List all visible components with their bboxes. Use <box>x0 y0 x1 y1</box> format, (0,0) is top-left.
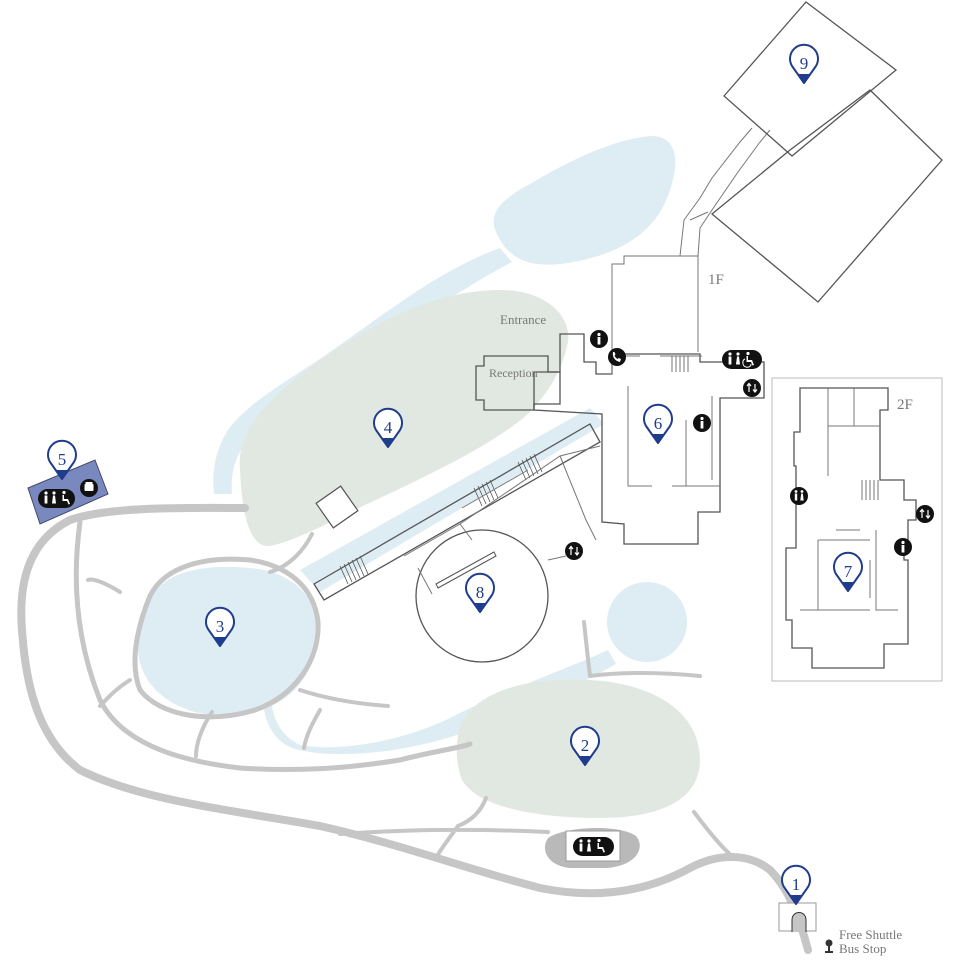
info-icon <box>894 538 912 556</box>
corridor-stairs <box>339 453 543 585</box>
pin-marker[interactable] <box>833 551 863 592</box>
pin-marker[interactable] <box>47 439 77 480</box>
rotunda-bench <box>435 551 497 589</box>
pin-marker[interactable] <box>373 407 403 448</box>
south-lawn-path <box>338 796 550 860</box>
bus-stop-icon <box>825 939 833 953</box>
lawn-pavilion <box>315 485 359 529</box>
pin-number: 9 <box>800 54 809 73</box>
pond-loop-path <box>132 556 321 720</box>
lawn-north <box>239 290 569 547</box>
rotunda-wing <box>403 445 601 595</box>
location-pins: 1 2 3 4 5 6 7 8 9 <box>47 43 863 905</box>
pin-marker[interactable] <box>465 572 495 613</box>
floor-2-inset <box>771 377 943 682</box>
reception-label: Reception <box>489 366 538 380</box>
location-pin-4[interactable]: 4 <box>373 407 403 448</box>
floor-2-interior <box>800 388 898 611</box>
location-pin-3[interactable]: 3 <box>205 606 235 647</box>
pin-marker[interactable] <box>643 403 673 444</box>
main-hall-interior <box>611 255 720 487</box>
locker-icon <box>80 479 98 497</box>
stream-north <box>213 248 512 494</box>
restroom-icon <box>722 350 762 369</box>
north-link-path <box>268 532 314 574</box>
stream-south <box>261 650 616 755</box>
main-stairs <box>671 356 689 372</box>
shuttle-label-line1: Free Shuttle <box>839 927 902 942</box>
main-hall <box>533 333 765 545</box>
location-pin-9[interactable]: 9 <box>789 43 819 84</box>
water-features <box>137 135 687 755</box>
restroom-building <box>565 830 621 862</box>
info-icon <box>693 414 711 432</box>
building-9-south <box>710 89 943 303</box>
pond-east <box>607 582 687 662</box>
pin-number: 7 <box>844 562 853 581</box>
building-9 <box>710 1 943 303</box>
pin-number: 6 <box>654 414 663 433</box>
floor-2-stairs <box>861 480 879 500</box>
south-link-path <box>86 577 390 758</box>
pond-central <box>137 566 319 717</box>
location-pin-8[interactable]: 8 <box>465 572 495 613</box>
pin-number: 3 <box>216 617 225 636</box>
bus-stop-shelter <box>778 902 817 932</box>
shuttle-label-line2: Bus Stop <box>839 941 886 956</box>
pond-north <box>493 135 676 265</box>
floor-2-label: 2F <box>897 397 913 413</box>
location-pin-2[interactable]: 2 <box>570 725 600 766</box>
pin-number: 5 <box>58 450 67 469</box>
bus-approach-path <box>692 810 734 858</box>
location-pin-7[interactable]: 7 <box>833 551 863 592</box>
restroom-icon <box>790 487 808 505</box>
elevator-icon <box>565 542 583 560</box>
pin-marker[interactable] <box>570 725 600 766</box>
walking-paths <box>17 503 812 954</box>
stream-central <box>300 408 604 592</box>
elevator-icon <box>916 505 934 523</box>
pin-marker[interactable] <box>205 606 235 647</box>
pin-marker[interactable] <box>789 43 819 84</box>
pin-number: 4 <box>384 418 393 437</box>
info-icon <box>590 330 608 348</box>
north-connector <box>679 127 771 257</box>
canal-corridor <box>313 423 601 601</box>
entrance-label: Entrance <box>500 312 546 327</box>
pin-number: 8 <box>476 583 485 602</box>
west-branch-path <box>73 519 473 773</box>
phone-icon <box>608 348 626 366</box>
building-9-north <box>723 1 898 157</box>
elevator-icon <box>743 379 761 397</box>
pin-marker[interactable] <box>781 864 811 905</box>
location-pin-6[interactable]: 6 <box>643 403 673 444</box>
main-loop-path <box>17 503 812 954</box>
east-branch-path <box>582 620 702 678</box>
location-pin-1[interactable]: 1 <box>781 864 811 905</box>
accessible-restroom-icon <box>38 489 75 508</box>
facility-icons <box>38 330 934 862</box>
location-pin-5[interactable]: 5 <box>47 439 77 480</box>
floor-1-label: 1F <box>708 272 724 288</box>
pin-number: 1 <box>792 875 801 894</box>
pin-number: 2 <box>581 736 590 755</box>
floor-2-plan <box>785 387 917 669</box>
